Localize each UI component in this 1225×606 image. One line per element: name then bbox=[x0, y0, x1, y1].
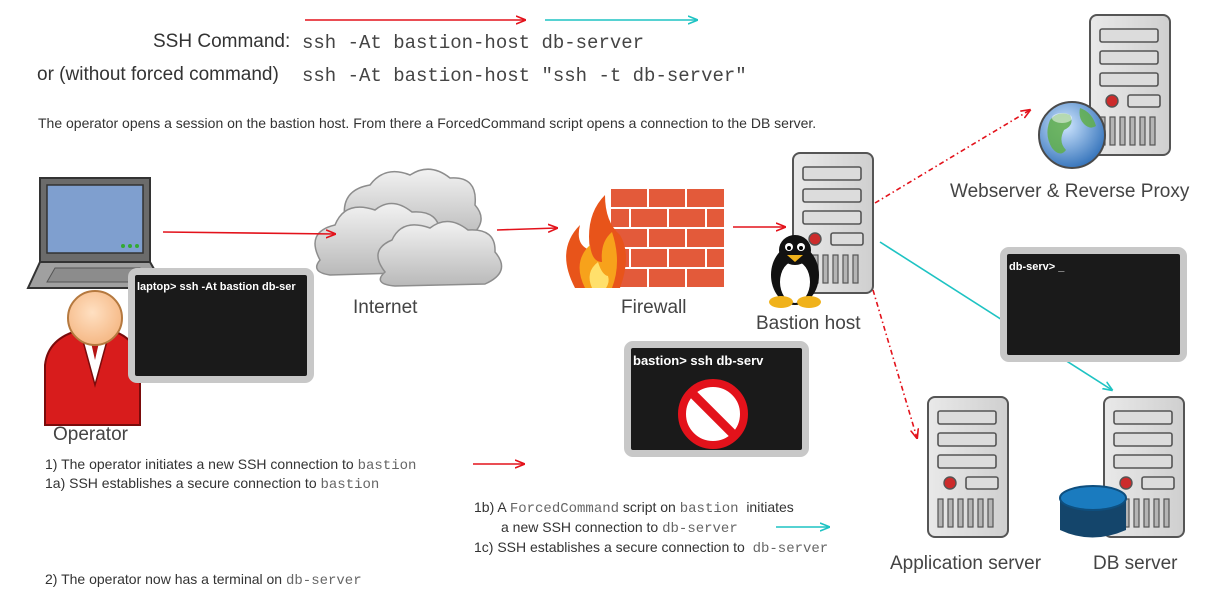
db-server-label: DB server bbox=[1093, 553, 1178, 574]
laptop-terminal: laptop> ssh -At bastion db-ser bbox=[128, 268, 314, 383]
laptop-terminal-text: laptop> ssh -At bastion db-ser bbox=[137, 281, 296, 293]
step-1b-code-bastion: bastion bbox=[679, 501, 739, 517]
bastion-terminal-text: bastion> ssh db-serv bbox=[633, 353, 764, 368]
bastion-host-label: Bastion host bbox=[756, 313, 861, 334]
step-1b-text-c: initiates bbox=[738, 499, 794, 515]
ssh-command-text: ssh -At bastion-host db-server bbox=[302, 32, 645, 54]
operator-person-icon bbox=[44, 290, 141, 426]
db-terminal: db-serv> _ bbox=[1000, 247, 1187, 362]
step-2-code: db-server bbox=[286, 573, 362, 589]
globe-icon bbox=[1038, 101, 1106, 169]
step-1-text: 1) The operator initiates a new SSH conn… bbox=[45, 456, 358, 472]
application-server-icon bbox=[927, 396, 1009, 538]
laptop-to-internet-arrow bbox=[162, 232, 335, 234]
step-1b-text-b: script on bbox=[619, 499, 680, 515]
ssh-command-label: SSH Command: bbox=[153, 31, 291, 52]
firewall-icon bbox=[566, 187, 726, 289]
description-text: The operator opens a session on the bast… bbox=[38, 115, 817, 131]
step-2-text: 2) The operator now has a terminal on bbox=[45, 571, 286, 587]
step-1b2-text: a new SSH connection to bbox=[501, 519, 663, 535]
internet-label: Internet bbox=[353, 297, 418, 318]
application-server-label: Application server bbox=[890, 553, 1042, 574]
step-1a-text: 1a) SSH establishes a secure connection … bbox=[45, 475, 321, 491]
bastion-to-dbserver-arrow bbox=[879, 241, 1112, 390]
step-1: 1) The operator initiates a new SSH conn… bbox=[45, 456, 416, 474]
step-2: 2) The operator now has a terminal on db… bbox=[45, 571, 362, 589]
step-1b-code-forcedcommand: ForcedCommand bbox=[509, 501, 620, 517]
step-1c-text: 1c) SSH establishes a secure connection … bbox=[474, 539, 753, 555]
bastion-to-webserver-arrow bbox=[874, 110, 1030, 204]
step-1b-text-a: 1b) A bbox=[474, 499, 510, 515]
step-1a-code: bastion bbox=[320, 477, 380, 493]
step-1b2-code: db-server bbox=[662, 521, 738, 537]
firewall-label: Firewall bbox=[621, 297, 687, 318]
step-1-code: bastion bbox=[357, 458, 417, 474]
internet-cloud-icon bbox=[314, 168, 503, 287]
internet-to-firewall-arrow bbox=[496, 228, 557, 230]
linux-penguin-icon bbox=[769, 235, 821, 308]
alt-command-text: ssh -At bastion-host "ssh -t db-server" bbox=[302, 65, 747, 87]
step-1b: 1b) A ForcedCommand script on bastion in… bbox=[474, 499, 794, 517]
alt-command-label: or (without forced command) bbox=[37, 64, 279, 85]
database-cylinder-icon bbox=[1059, 485, 1127, 538]
db-terminal-text: db-serv> _ bbox=[1009, 261, 1065, 273]
step-1c-code: db-server bbox=[752, 541, 829, 557]
operator-label: Operator bbox=[53, 424, 128, 445]
blocked-icon bbox=[678, 379, 748, 449]
step-1c: 1c) SSH establishes a secure connection … bbox=[474, 539, 828, 557]
bastion-to-appserver-arrow bbox=[872, 289, 917, 438]
step-1b-line2: a new SSH connection to db-server bbox=[501, 519, 738, 537]
webserver-label: Webserver & Reverse Proxy bbox=[950, 181, 1190, 202]
bastion-terminal: bastion> ssh db-serv bbox=[624, 341, 809, 457]
step-1a: 1a) SSH establishes a secure connection … bbox=[45, 475, 379, 493]
laptop-icon bbox=[26, 177, 167, 289]
